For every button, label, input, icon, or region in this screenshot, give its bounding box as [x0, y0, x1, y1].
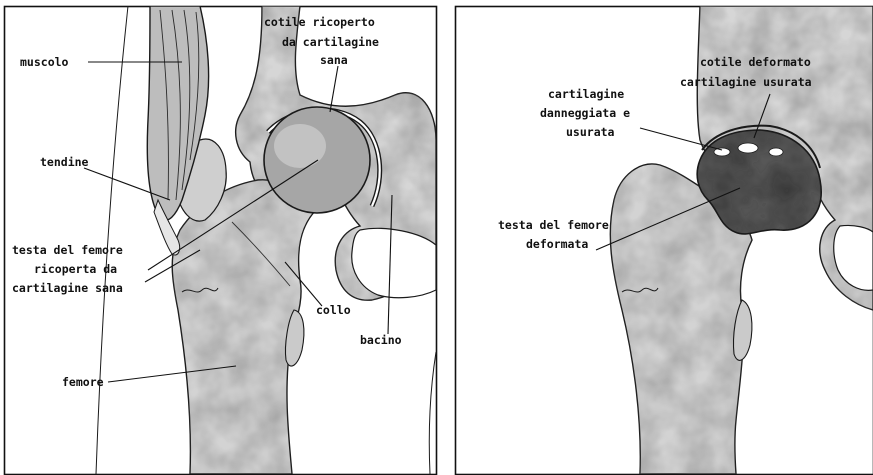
- label-cartilagine: cartilagine: [548, 87, 624, 101]
- worn-cartilage-patch-3: [769, 148, 783, 156]
- label-collo: collo: [316, 303, 351, 317]
- label-bacino: bacino: [360, 333, 402, 347]
- label-cotile-2: da cartilagine: [282, 35, 379, 49]
- damaged-hip-panel: cotile deformato cartilagine usurata car…: [456, 6, 873, 475]
- label-cotile-1: cotile ricoperto: [264, 15, 375, 29]
- label-deformata: deformata: [526, 237, 588, 251]
- label-cotile-deformato: cotile deformato: [700, 55, 811, 69]
- label-cotile-3: sana: [320, 53, 348, 67]
- worn-cartilage-patch-1: [714, 148, 730, 156]
- label-usurata: usurata: [566, 125, 615, 139]
- label-muscolo: muscolo: [20, 55, 69, 69]
- healthy-hip-panel: muscolo cotile ricoperto da cartilagine …: [5, 6, 437, 475]
- label-cartilagine-usurata: cartilagine usurata: [680, 75, 812, 89]
- label-danneggiata: danneggiata e: [540, 106, 630, 120]
- label-testa-2: ricoperta da: [34, 262, 117, 276]
- label-testa-3: cartilagine sana: [12, 281, 123, 295]
- label-femore: femore: [62, 375, 104, 389]
- label-tendine: tendine: [40, 155, 89, 169]
- femoral-head-highlight: [274, 124, 326, 168]
- worn-cartilage-patch-2: [738, 143, 758, 153]
- label-testa-femore-deformata: testa del femore: [498, 218, 609, 232]
- label-testa-1: testa del femore: [12, 243, 123, 257]
